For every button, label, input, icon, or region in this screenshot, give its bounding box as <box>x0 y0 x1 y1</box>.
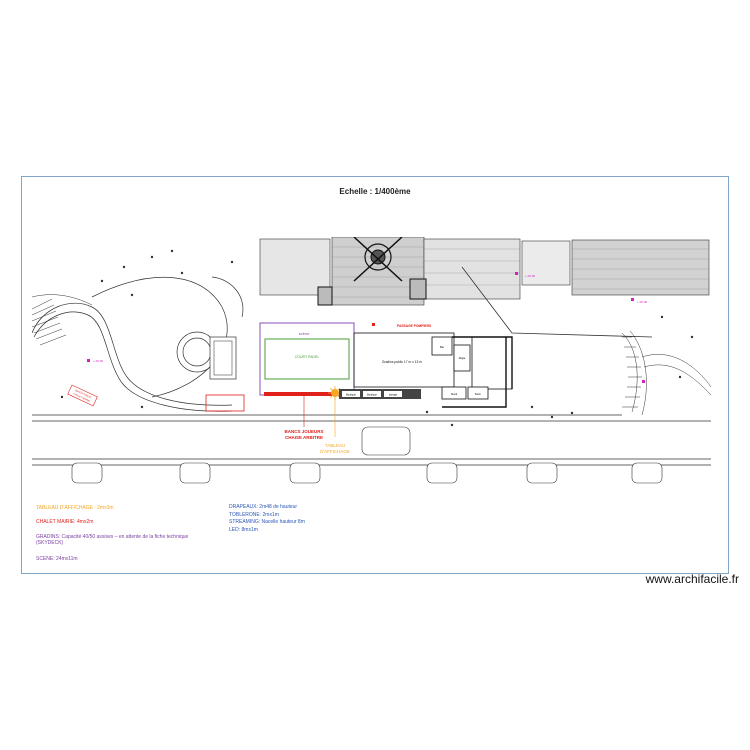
benches-bar <box>264 392 334 396</box>
chalet-box <box>205 394 245 412</box>
legend-tableau: TABLEAU D'AFFICHAGE : 2mx3m <box>36 505 114 511</box>
svg-text:BANCS PUBLIC: BANCS PUBLIC <box>75 389 92 399</box>
legend-led: LED: 8mx1m <box>229 527 258 533</box>
watermark[interactable]: www.archifacile.fr <box>645 572 739 586</box>
legend-streaming: STREAMING: Nacelle hauteur 8m <box>229 519 305 525</box>
right-stairs <box>621 330 711 416</box>
left-terrace <box>32 276 244 412</box>
site-plan: + 00.00 + 00.00 + 00.00 scène COURT PADE… <box>32 237 711 484</box>
magenta-note-1: + 00.00 <box>525 274 535 278</box>
legend-toblerone: TOBLERONE: 2mx1m <box>229 512 279 518</box>
passage-marker <box>372 323 375 326</box>
scale-title: Echelle : 1/400ème <box>339 187 411 196</box>
chalet-note: BANCS PUBLIC CHALET MAIRIE <box>67 384 98 407</box>
stand-label-2: Boutique <box>367 394 377 397</box>
benches-label-1: BANCS JOUEURS <box>284 429 323 434</box>
court-zone <box>264 338 350 380</box>
legend-scene: SCENE: 24mx11m <box>36 556 78 562</box>
medallions <box>71 426 663 484</box>
stands-row: Boutique Boutique storage <box>339 389 421 399</box>
magenta-marks <box>87 272 645 383</box>
rotunda <box>317 237 427 306</box>
court-label: COURT PADEL <box>295 355 320 359</box>
legend-drapeaux: DRAPEAUX: 2m48 de hauteur <box>229 504 298 510</box>
box-label-1: Bar <box>440 346 444 349</box>
tableau-label-2: D'AFFICHAGE <box>320 449 350 454</box>
legend-chalet: CHALET MAIRIE: 4mx2m <box>36 519 94 525</box>
scene-label: scène <box>299 331 310 336</box>
legend-gradins: GRADINS: Capacité 40/50 assises – en att… <box>36 534 189 546</box>
box-label-3: Stock <box>451 393 458 396</box>
left-stairs <box>32 294 93 346</box>
stand-label-1: Boutique <box>346 394 356 397</box>
svg-text:CHALET MAIRIE: CHALET MAIRIE <box>73 392 91 403</box>
stand-label-3: storage <box>389 394 398 397</box>
box-label-2: Régie <box>459 357 466 360</box>
street <box>32 266 711 466</box>
tableau-label-1: TABLEAU <box>325 443 345 448</box>
right-blocks <box>431 336 513 408</box>
box-label-4: Sanit. <box>475 393 482 396</box>
benches-label-2: CHAISE ARBITRE <box>285 435 323 440</box>
passage-label: PASSAGE POMPIERS <box>397 324 432 328</box>
scoreboard-marker <box>328 386 342 400</box>
trees <box>60 249 694 427</box>
gradins-label: Gradins public 17 m x 13 m <box>382 360 422 364</box>
magenta-note-3: + 00.00 <box>93 359 103 363</box>
magenta-note-2: + 00.00 <box>637 300 647 304</box>
